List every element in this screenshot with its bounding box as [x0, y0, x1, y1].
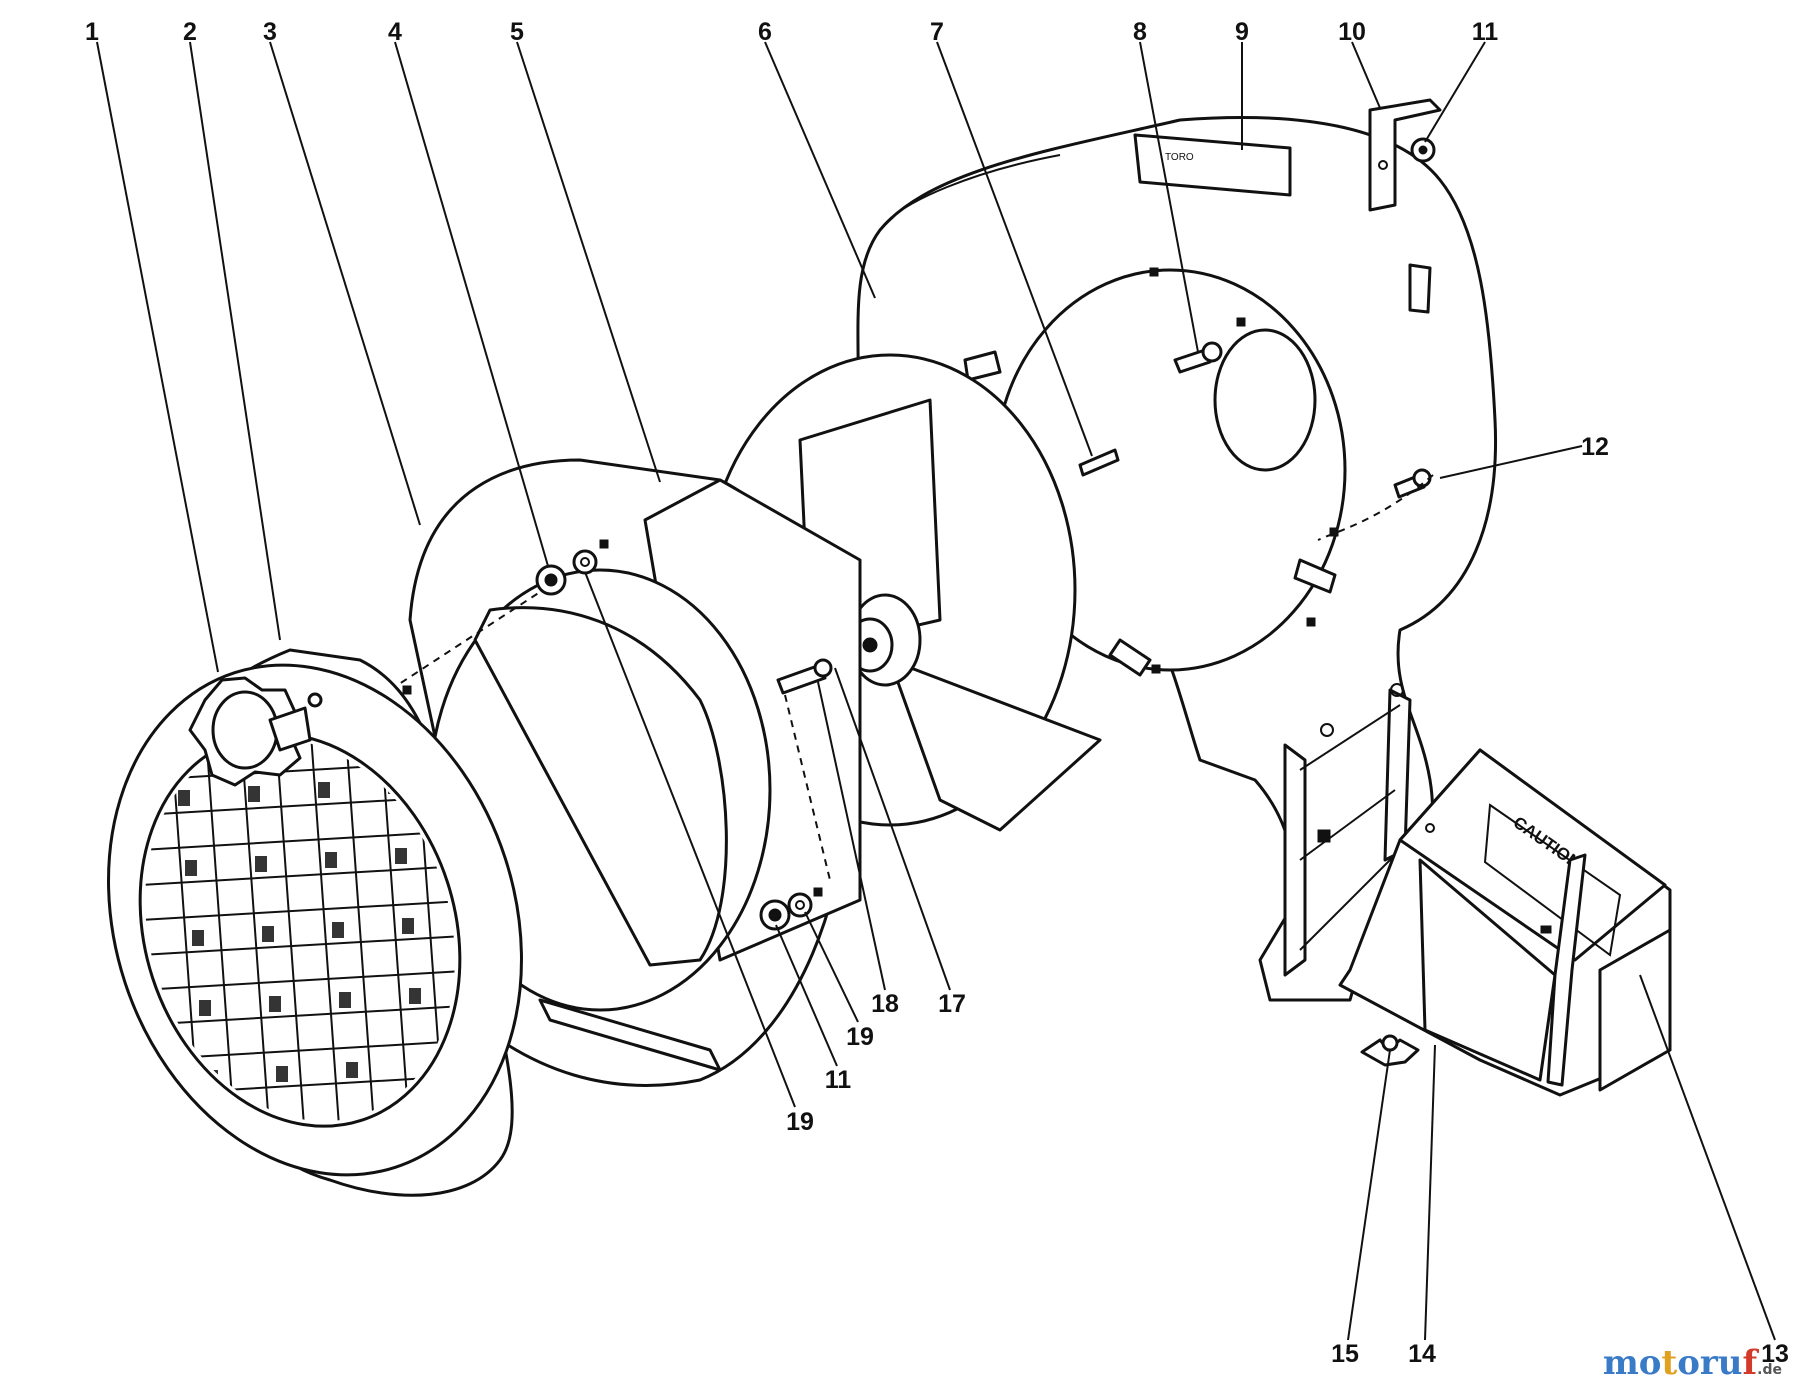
washer-icon	[787, 892, 813, 918]
callout-1: 1	[85, 18, 99, 46]
callout-6: 6	[758, 18, 772, 46]
callout-17: 17	[938, 990, 966, 1018]
callout-18: 18	[871, 990, 899, 1018]
washer-icon	[572, 549, 598, 575]
watermark-logo: motoruf.de	[1602, 1343, 1782, 1383]
callout-7: 7	[930, 18, 944, 46]
callout-3: 3	[263, 18, 277, 46]
callout-19-left: 19	[786, 1108, 814, 1136]
bracket	[1368, 98, 1442, 212]
callout-5: 5	[510, 18, 524, 46]
callout-11-lower: 11	[825, 1066, 852, 1094]
callout-numbers: 1 2 3 4 5 6 7 8 9 10 11 12 13 14 15 17 1…	[85, 18, 1789, 1368]
callout-11: 11	[1472, 18, 1499, 46]
callout-14: 14	[1408, 1340, 1436, 1368]
callout-9: 9	[1235, 18, 1249, 46]
callout-10: 10	[1338, 18, 1366, 46]
nut-icon	[759, 899, 791, 931]
nut-icon	[535, 564, 567, 596]
leader-lines	[96, 41, 1776, 1341]
callout-8: 8	[1133, 18, 1147, 46]
knob-icon	[188, 676, 323, 787]
bolt-icon	[1393, 468, 1432, 499]
callout-4: 4	[388, 18, 402, 46]
discharge-chute: CAUTION	[1338, 748, 1672, 1097]
callout-19-right: 19	[846, 1023, 874, 1051]
blower-housing: TORO	[856, 116, 1498, 1002]
callout-12: 12	[1581, 433, 1609, 461]
nut-icon	[1410, 137, 1436, 163]
callout-2: 2	[183, 18, 197, 46]
callout-13: 13	[1761, 1340, 1789, 1368]
brand-plate-text: TORO	[1165, 152, 1194, 163]
callout-15: 15	[1331, 1340, 1359, 1368]
